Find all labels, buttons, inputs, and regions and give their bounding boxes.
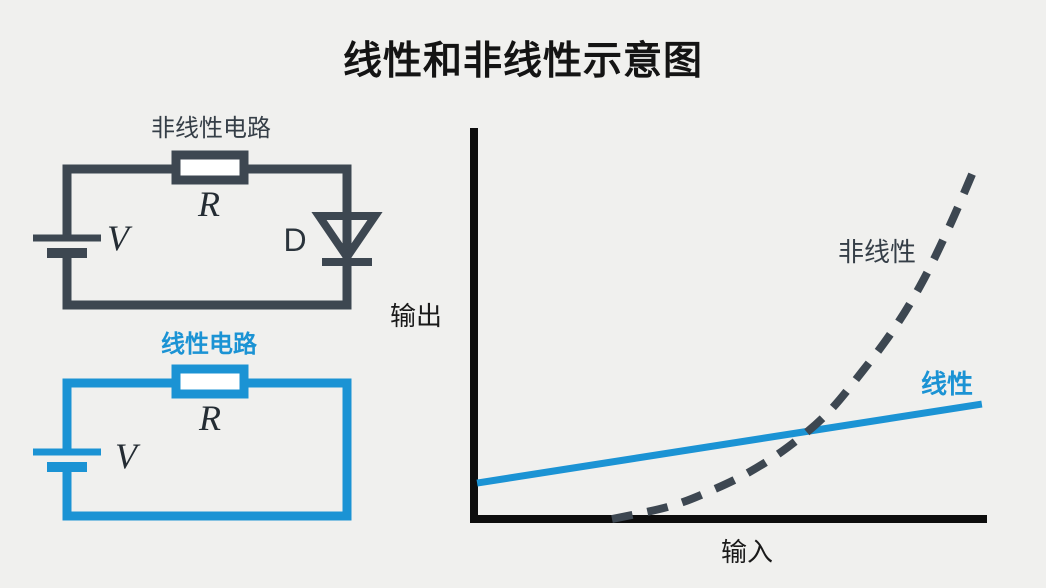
page-title: 线性和非线性示意图 (342, 40, 703, 83)
nonlinear-curve (611, 159, 982, 523)
resistor-label: R (198, 398, 221, 438)
linear-series-label: 线性 (921, 369, 973, 399)
nonlinear-series-label: 非线性 (838, 237, 916, 267)
nonlinear-circuit-label: 非线性电路 (151, 115, 271, 142)
circuit-wire (62, 378, 352, 521)
graph-axes (470, 128, 987, 523)
resistor-icon (171, 150, 249, 185)
resistor-icon (171, 364, 249, 399)
resistor-label: R (197, 184, 220, 224)
battery-icon (33, 234, 101, 258)
circuit-wire (62, 164, 352, 310)
voltage-label: V (115, 436, 141, 476)
diode-label: D (283, 222, 306, 258)
linear-circuit-label: 线性电路 (161, 330, 258, 358)
battery-icon (33, 448, 101, 472)
linear-line (476, 400, 983, 487)
io-graph: 输出 输入 非线性 线性 (390, 128, 987, 567)
voltage-label: V (107, 218, 133, 258)
linear-circuit: 线性电路 R V (33, 330, 352, 521)
diode-icon (311, 212, 383, 266)
x-axis-label: 输入 (721, 537, 773, 567)
nonlinear-circuit: 非线性电路 R V D (33, 115, 383, 310)
y-axis-label: 输出 (390, 301, 442, 331)
